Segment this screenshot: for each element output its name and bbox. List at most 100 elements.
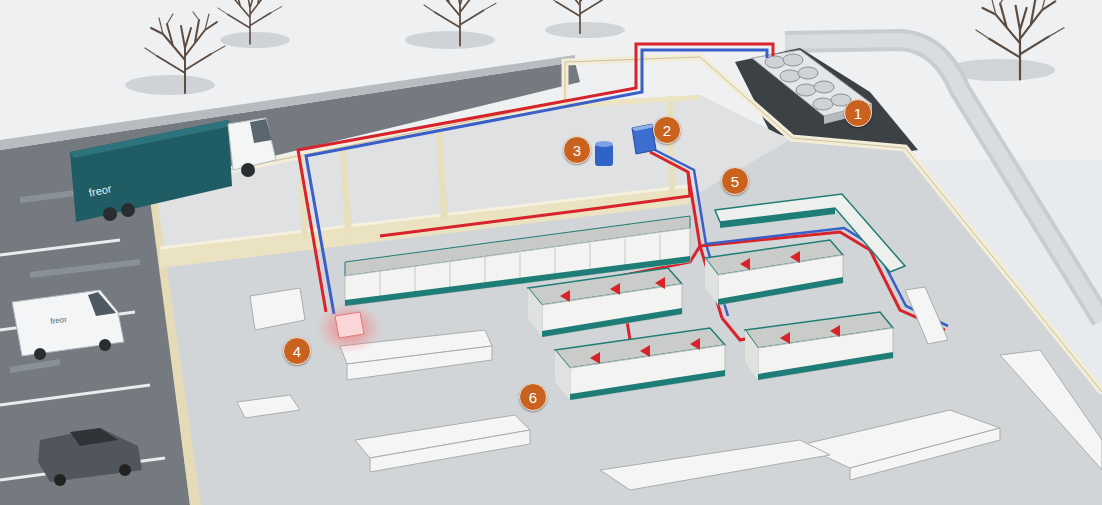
condenser-unit xyxy=(814,81,834,93)
tree-shadows xyxy=(405,31,495,49)
car xyxy=(38,428,142,486)
truck xyxy=(228,118,276,170)
van xyxy=(12,290,124,356)
refrigerant-pipe xyxy=(298,44,948,340)
car xyxy=(119,464,131,476)
callout-number: 1 xyxy=(844,99,872,127)
condenser-unit xyxy=(780,70,800,82)
callout-number: 4 xyxy=(283,337,311,365)
island-display-case xyxy=(758,328,893,380)
bare-tree xyxy=(424,0,496,46)
refrigerant-pipe xyxy=(706,228,948,326)
condenser-unit xyxy=(765,54,851,110)
case-arrow xyxy=(590,352,600,364)
van xyxy=(12,290,124,360)
heat-recovery-unit xyxy=(335,312,364,338)
case-arrow xyxy=(610,283,620,295)
building-walls xyxy=(150,57,1102,392)
refrigerant-pipe xyxy=(298,44,773,312)
island-display-case xyxy=(542,308,682,337)
condenser-unit xyxy=(783,54,803,66)
bare-tree xyxy=(546,0,614,33)
car xyxy=(54,474,66,486)
building-walls xyxy=(148,57,1102,505)
compressor-rack xyxy=(632,124,655,131)
refrigerant-pipe xyxy=(306,50,767,314)
van xyxy=(88,292,116,316)
open-shelf xyxy=(1000,350,1102,470)
truck xyxy=(103,207,117,221)
callout-text: 1 xyxy=(854,106,862,121)
van xyxy=(99,339,111,351)
tree-shadows xyxy=(125,75,215,95)
island-display-case xyxy=(570,345,725,400)
receiver-tank xyxy=(595,144,613,166)
condenser-unit xyxy=(798,67,818,79)
open-shelf xyxy=(850,428,1000,480)
condenser-unit xyxy=(813,98,833,110)
building-walls xyxy=(340,149,352,234)
open-shelf xyxy=(370,430,530,472)
island-display-case xyxy=(542,284,682,337)
truck xyxy=(70,120,232,222)
refrigerant-pipe xyxy=(700,232,945,330)
l-shaped-shelving xyxy=(715,194,905,272)
open-shelf xyxy=(905,287,948,344)
truck xyxy=(121,203,135,217)
parking-lot xyxy=(0,240,165,480)
island-display-case xyxy=(555,350,570,400)
open-shelf xyxy=(237,287,1102,490)
open-shelf xyxy=(600,440,830,490)
open-shelf xyxy=(250,288,305,330)
case-arrow xyxy=(640,345,650,357)
truck xyxy=(70,118,276,222)
car xyxy=(38,428,142,482)
case-arrow xyxy=(560,290,570,302)
open-shelf xyxy=(347,346,492,380)
building-walls xyxy=(148,184,201,505)
tree-shadows xyxy=(545,22,625,38)
case-arrow xyxy=(740,258,750,270)
case-arrow xyxy=(690,338,700,350)
callout-text: 4 xyxy=(293,344,301,359)
receiver-tank xyxy=(595,141,613,166)
truck xyxy=(250,119,272,143)
truck xyxy=(241,163,255,177)
bare-tree xyxy=(976,0,1064,79)
case-arrow xyxy=(560,251,840,364)
open-shelf xyxy=(237,395,300,418)
island-display-case xyxy=(718,255,843,305)
bare-tree xyxy=(218,0,282,44)
building-walls xyxy=(667,96,675,199)
case-arrow xyxy=(655,277,665,289)
island-display-case xyxy=(745,330,758,380)
heat-recovery-unit xyxy=(315,302,383,354)
island-display-case xyxy=(570,370,725,400)
callout-text: 2 xyxy=(663,123,671,138)
building-walls xyxy=(150,57,1102,392)
l-shaped-shelving xyxy=(715,194,905,272)
tree-shadows xyxy=(220,32,290,48)
island-display-case xyxy=(705,258,718,305)
condenser-unit xyxy=(796,84,816,96)
callout-number: 5 xyxy=(721,167,749,195)
heat-recovery-unit xyxy=(315,302,383,354)
island-display-case xyxy=(758,352,893,380)
island-display-case xyxy=(528,288,542,337)
receiver-tank xyxy=(595,141,613,147)
l-shaped-shelving xyxy=(720,208,835,228)
callout-text: 3 xyxy=(573,143,581,158)
case-arrow xyxy=(780,332,790,344)
car xyxy=(70,428,118,446)
callout-number: 6 xyxy=(519,383,547,411)
van xyxy=(34,348,46,360)
callout-number: 2 xyxy=(653,116,681,144)
case-arrow xyxy=(790,251,800,263)
island-display-case xyxy=(718,277,843,305)
truck xyxy=(70,120,232,158)
callout-text: 6 xyxy=(529,390,537,405)
